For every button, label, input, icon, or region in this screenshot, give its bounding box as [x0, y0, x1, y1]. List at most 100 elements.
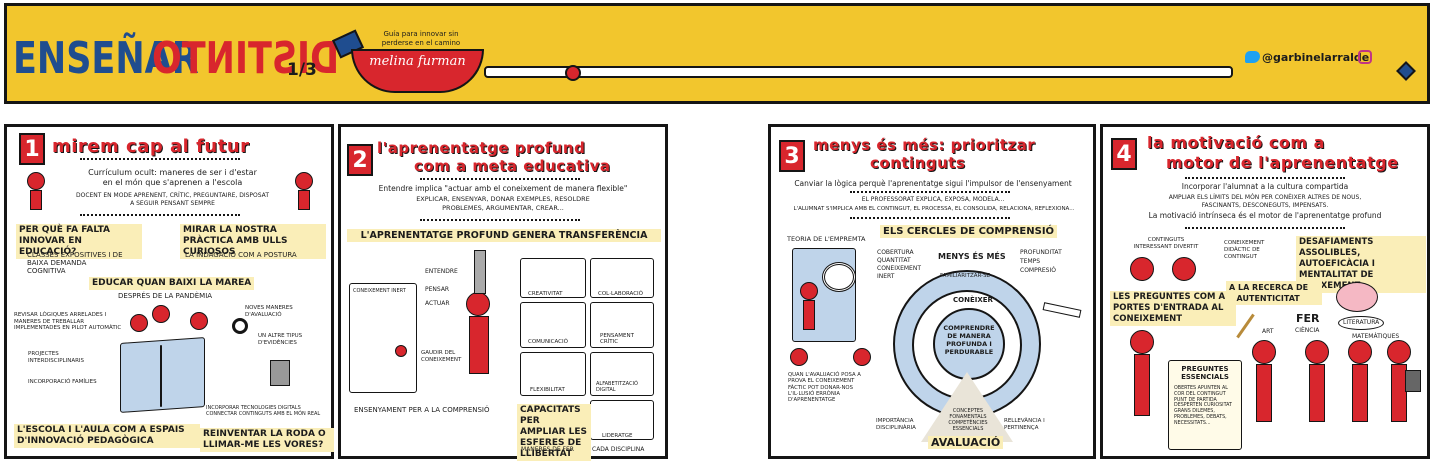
author-handle[interactable]: @garbinelarralde — [1262, 51, 1370, 64]
p3-intro3: L'ALUMNAT S'IMPLICA AMB EL CONTINGUT, EL… — [793, 206, 1075, 212]
p4-recerca: A LA RECERCA DE L'AUTENTICITAT — [1226, 281, 1322, 305]
p1-question-1: PER QUÈ FA FALTA INNOVAR EN EDUCACIÓ? — [16, 224, 142, 259]
p3-tri: CONCEPTES FONAMENTALS COMPETÈNCIES ESSEN… — [948, 408, 988, 432]
face-happy-icon — [1172, 257, 1196, 281]
p4-lit: LITERATURA — [1338, 316, 1385, 330]
p3-right-item: COMPRESIÓ — [1020, 267, 1056, 274]
p3-right-item: TEMPS — [1020, 258, 1041, 265]
author-ribbon — [351, 49, 484, 93]
person-icon — [130, 314, 148, 332]
p1-intro4: A SEGUIR PENSANT SEMPRE — [130, 200, 215, 207]
puppet-icon — [395, 345, 407, 357]
skill-card-comunicacio — [520, 302, 586, 348]
person-icon — [1305, 340, 1329, 422]
p1-heading-3-sub: DESPRÉS DE LA PANDÈMIA — [118, 292, 213, 300]
p1-question-3: L'ESCOLA I L'AULA COM A ESPAIS D'INNOVAC… — [14, 424, 200, 448]
book-page — [160, 345, 162, 407]
p1-question-4: REINVENTAR LA RODA O LLIMAR-ME LES VORES… — [200, 428, 334, 452]
p2-actuar: ACTUAR — [425, 300, 450, 307]
p1-note-3: UN ALTRE TIPUS D'EVIDÈNCIES — [258, 333, 303, 346]
p3-intro2: EL PROFESSORAT EXPLICA, EXPOSA, MODELA..… — [861, 196, 1005, 203]
p2-capacitats: CAPACITATS PER AMPLIAR LES ESFERES DE LL… — [517, 404, 591, 461]
p2-bottom: ENSENYAMENT PER A LA COMPRENSIÓ — [354, 406, 490, 414]
fingerprint-icon — [822, 262, 856, 292]
p1-question-2: MIRAR LA NOSTRA PRÀCTICA AMB ULLS CURIOS… — [180, 224, 326, 259]
p4-pe-title: PREGUNTES ESSENCIALS — [1181, 365, 1229, 381]
skill-label: PENSAMENT CRÍTIC — [600, 333, 634, 345]
skill-label: COMUNICACIÓ — [528, 339, 568, 345]
panel-1-title: mirem cap al futur — [52, 136, 250, 157]
p4-fer: FER — [1296, 312, 1320, 325]
p3-left-item: QUANTITAT — [877, 257, 911, 264]
panel-2-title-2: com a meta educativa — [414, 157, 611, 175]
skill-card-colaboracio — [590, 258, 654, 298]
panel-3-number: 3 — [779, 140, 805, 172]
p4-continguts: CONTINGUTS INTERESSANT DIVERTIT — [1133, 237, 1199, 250]
essential-questions-scroll — [1168, 360, 1242, 450]
p3-menys: MENYS ÉS MÉS — [938, 252, 1006, 261]
p2-gaudir: GAUDIR DEL CONEIXEMENT — [421, 350, 462, 363]
person-icon — [1130, 330, 1154, 416]
twitter-icon[interactable] — [1245, 51, 1260, 63]
p4-intro3: FASCINANTS, DESCONEGUTS, IMPENSATS. — [1201, 202, 1329, 209]
skill-card-creativitat — [520, 258, 586, 298]
p1-note-1: REVISAR LÒGIQUES ARRELADES I MANERES DE … — [14, 312, 122, 331]
p3-fam: FAMILIARITZAR-SE — [940, 273, 991, 279]
p1-heading-3: EDUCAR QUAN BAIXI LA MAREA — [89, 277, 255, 290]
p4-intro4: La motivació intrínseca és el motor de l… — [1148, 211, 1382, 220]
instagram-icon[interactable] — [1358, 50, 1372, 64]
skill-card-pensament — [590, 302, 654, 348]
p3-conn: CONÈIXER — [953, 296, 993, 304]
part-indicator: 1/3 — [287, 60, 317, 80]
p4-ciencia: CIÈNCIA — [1295, 327, 1320, 334]
p2-intro3: PROBLEMES, ARGUMENTAR, CREAR... — [442, 204, 564, 212]
pipe-illustration — [474, 250, 486, 294]
calculator-icon — [1405, 370, 1421, 392]
divider — [420, 178, 580, 180]
p4-mat: MATEMÀTIQUES — [1352, 333, 1400, 340]
p2-banner: L'APRENENTATGE PROFUND GENERA TRANSFERÈN… — [347, 229, 661, 242]
panel-4-number: 4 — [1111, 138, 1137, 170]
p2-pensar: PENSAR — [425, 286, 450, 293]
p3-right-item: PROFUNDITAT — [1020, 249, 1062, 256]
panel-4-title-1: la motivació com a — [1147, 133, 1325, 152]
magnifier-icon — [232, 318, 248, 334]
header-banner — [4, 3, 1430, 104]
person-icon — [190, 312, 208, 330]
p2-intro2: EXPLICAR, ENSENYAR, DONAR EXEMPLES, RESO… — [416, 195, 590, 203]
person-icon — [1252, 340, 1276, 422]
inner-circle — [933, 308, 1005, 380]
p1-note-5: INCORPORACIÓ FAMÍLIES — [28, 379, 97, 385]
panel-2-title-1: l'aprenentatge profund — [377, 139, 586, 157]
p2-entendre: ENTENDRE — [425, 268, 458, 275]
p1-note-2: NOVES MANERES D'AVALUACIÓ — [245, 305, 293, 318]
robot-icon — [270, 360, 290, 386]
skill-label: ALFABETITZACIÓ DIGITAL — [596, 381, 638, 393]
p3-left-item: CONEIXEMENT INERT — [877, 265, 921, 280]
p1-answer-2: LA INDAGACIÓ COM A POSTURA — [185, 251, 297, 259]
divider — [850, 191, 1010, 193]
p1-answer-1: CLASSES EXPOSITIVES I DE BAIXA DEMANDA C… — [27, 251, 123, 275]
p4-intro2: AMPLIAR ELS LÍMITS DEL MÓN PER CONÈIXER … — [1168, 194, 1362, 201]
p3-core: COMPRENDRE DE MANERA PROFUNDA I PERDURAB… — [943, 324, 995, 356]
person-icon — [1387, 340, 1411, 422]
person-icon — [1348, 340, 1372, 422]
p3-left-item: COBERTURA — [877, 249, 914, 256]
p1-intro2: en el món que s'aprenen a l'escola — [102, 178, 243, 187]
p4-pe-body: OBERTES APUNTEN AL COR DEL CONTINGUT PUN… — [1174, 386, 1232, 426]
p1-note-4: PROJECTES INTERDISCIPLINARIS — [28, 351, 85, 364]
divider — [80, 214, 240, 216]
panel-3-title-1: menys és més: prioritzar — [813, 136, 1036, 154]
person-icon — [800, 282, 818, 330]
person-icon — [152, 305, 170, 323]
person-binoculars-icon — [295, 172, 313, 210]
skill-label: FLEXIBILITAT — [530, 387, 565, 393]
skill-label: COL·LABORACIÓ — [598, 291, 643, 297]
thumbs-up-icon — [853, 348, 871, 366]
panel-4-title-2: motor de l'aprenentatge — [1166, 153, 1399, 172]
p4-intro1: Incorporar l'alumnat a la cultura compar… — [1181, 182, 1349, 191]
p4-art: ART — [1262, 328, 1274, 335]
divider — [850, 217, 1010, 219]
p3-imp: IMPORTÀNCIA DISCIPLINÀRIA — [876, 418, 916, 431]
knowledge-frame — [349, 283, 417, 393]
